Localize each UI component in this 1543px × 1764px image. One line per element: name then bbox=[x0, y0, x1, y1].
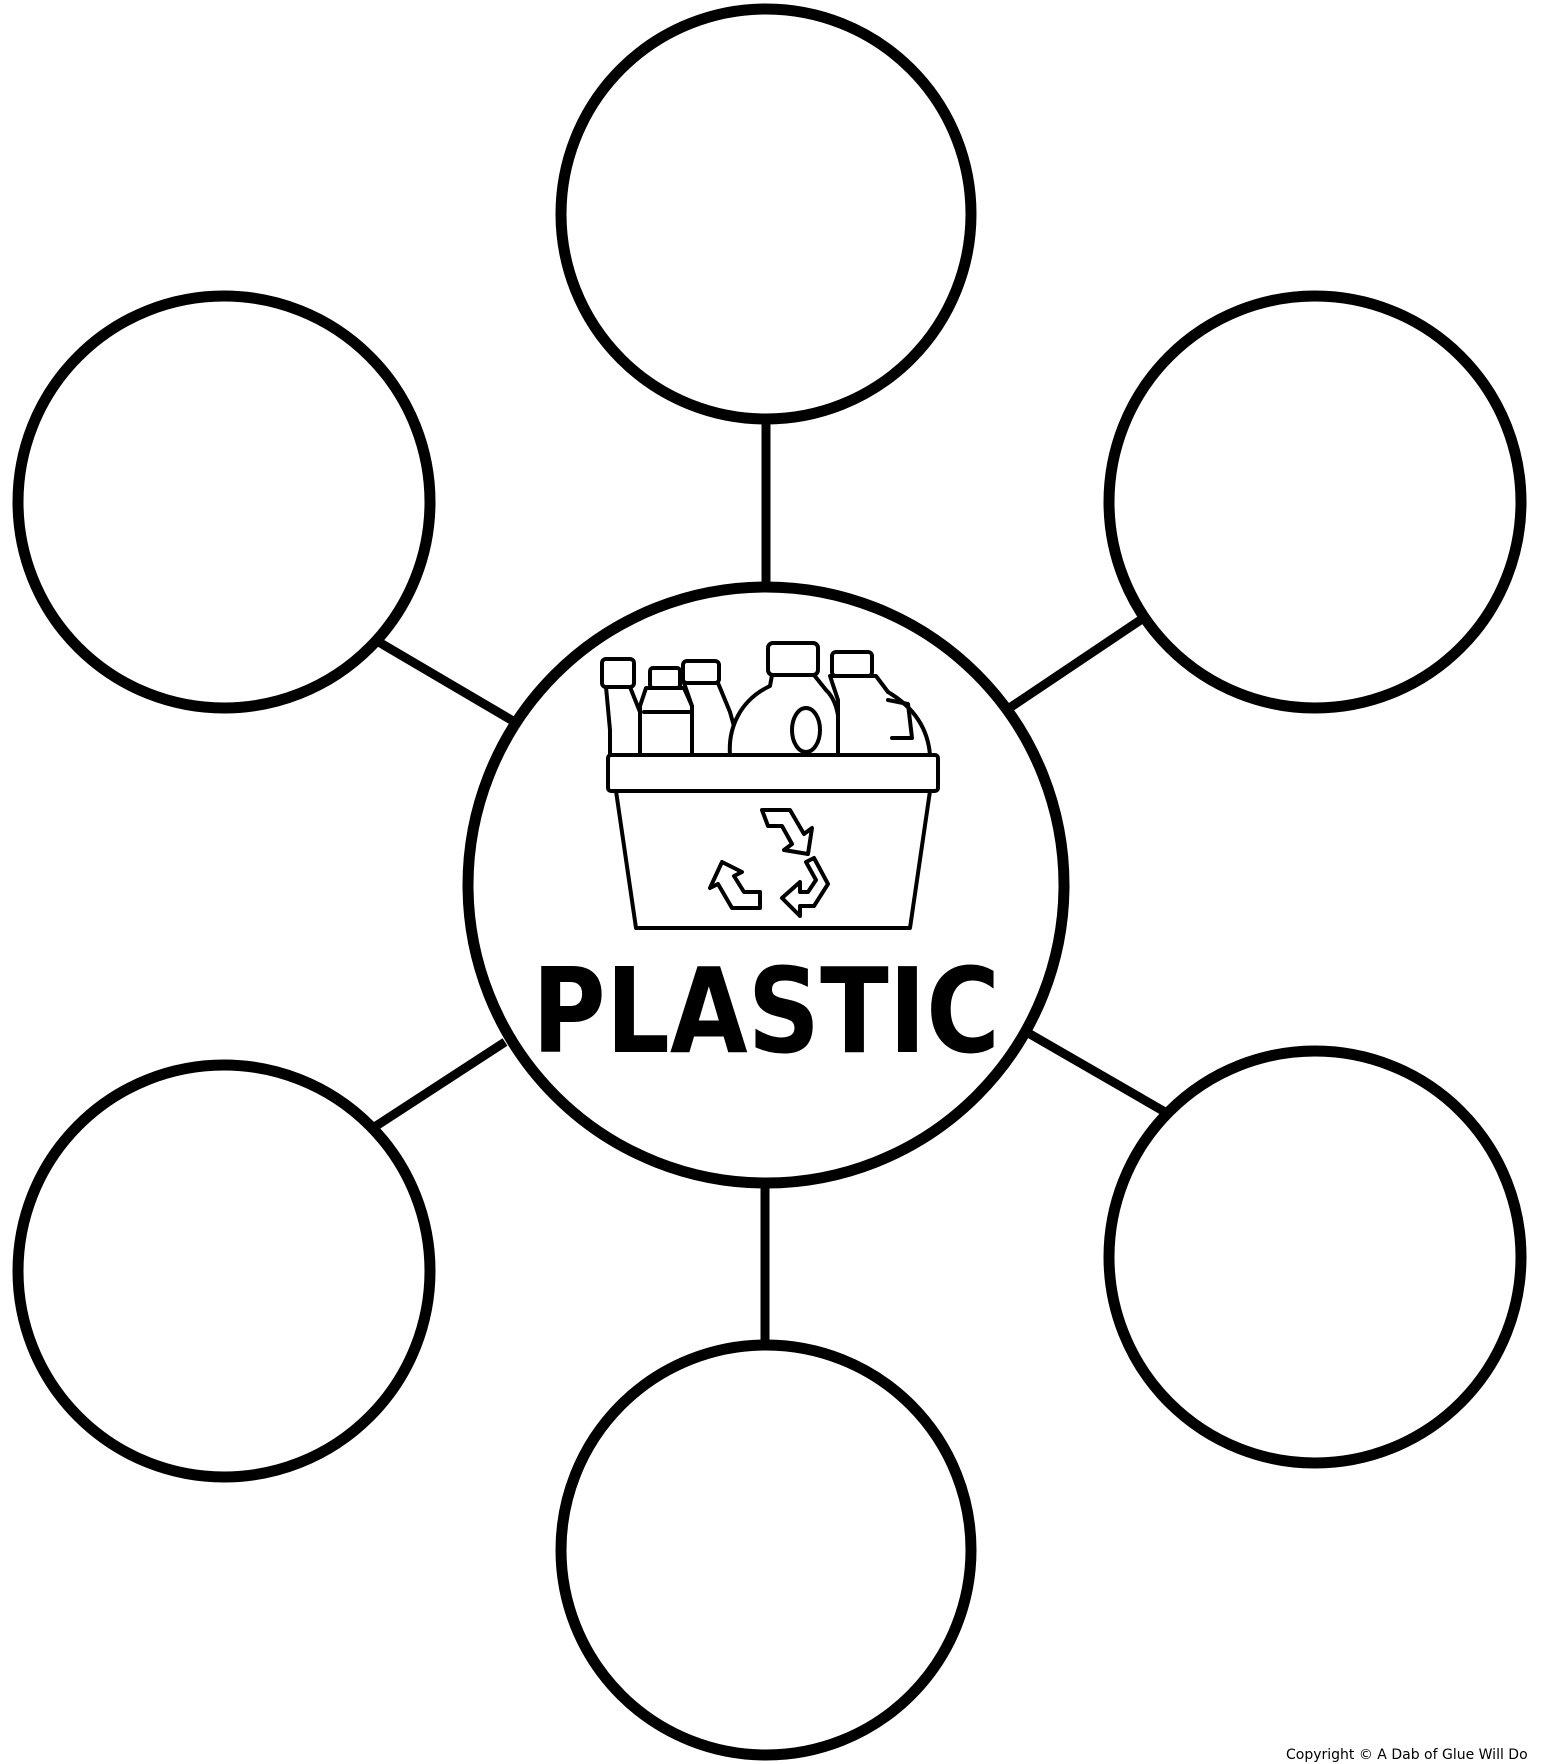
node-upper-right[interactable] bbox=[1109, 296, 1521, 708]
copyright-notice: Copyright © A Dab of Glue Will Do bbox=[1286, 1748, 1528, 1762]
node-lower-right[interactable] bbox=[1109, 1051, 1521, 1463]
connector-lower-right bbox=[1023, 1030, 1172, 1116]
node-upper-left[interactable] bbox=[18, 296, 430, 708]
bin-rim bbox=[608, 755, 938, 791]
connector-upper-right bbox=[1011, 619, 1142, 707]
node-top[interactable] bbox=[561, 9, 971, 419]
center-title: PLASTIC bbox=[532, 942, 1000, 1080]
node-bottom[interactable] bbox=[561, 1345, 971, 1755]
connector-upper-left bbox=[377, 641, 513, 721]
connector-lower-left bbox=[376, 1042, 505, 1126]
node-lower-left[interactable] bbox=[18, 1065, 430, 1477]
